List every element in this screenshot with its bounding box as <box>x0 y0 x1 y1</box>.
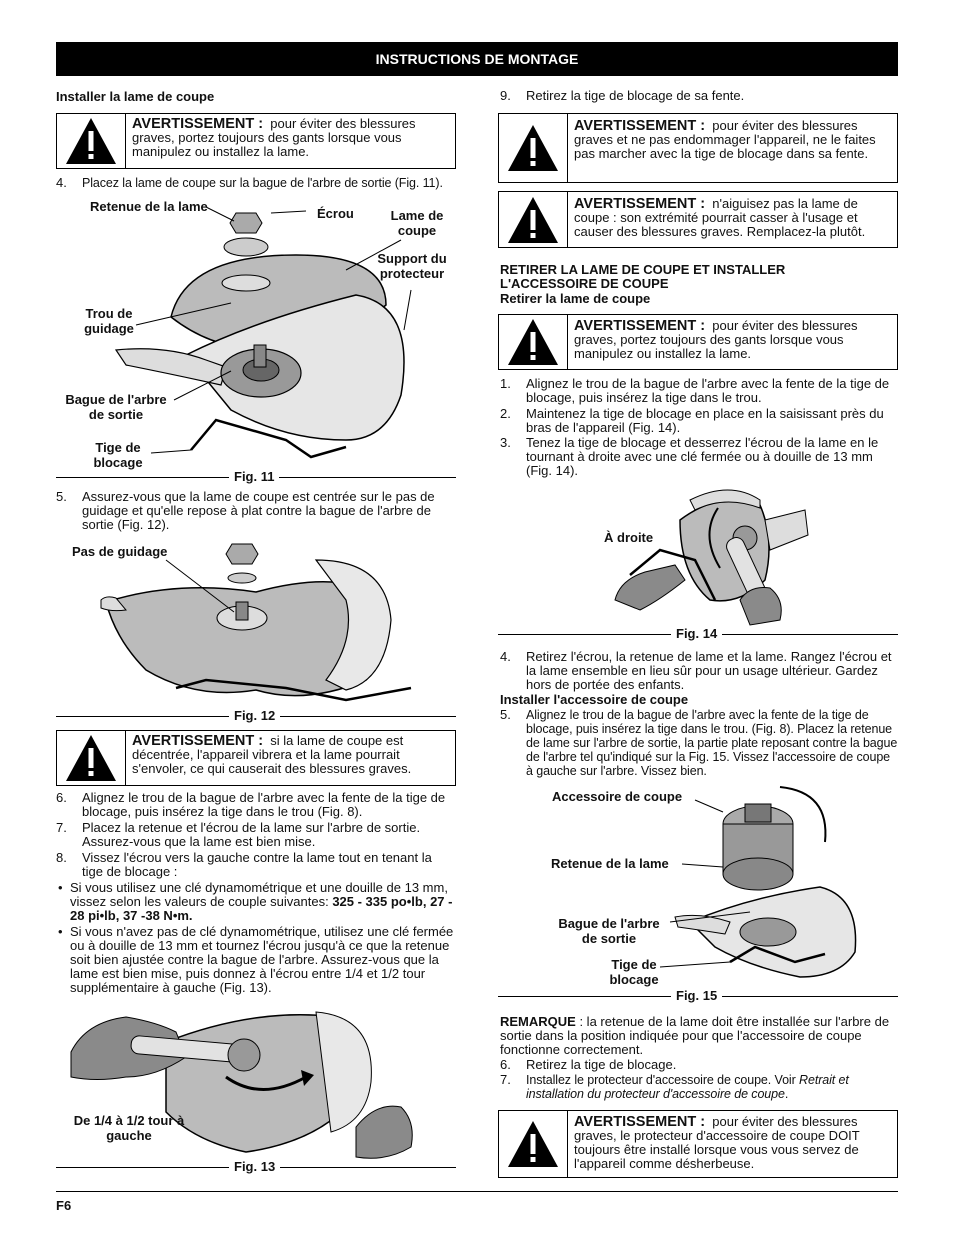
warning-heading: AVERTISSEMENT : <box>574 118 706 134</box>
step-number: 1. <box>500 376 511 391</box>
bullet-text: Si vous n'avez pas de clé dynamométrique… <box>70 924 454 995</box>
label-tour: De 1/4 à 1/2 tour à gauche <box>73 1113 185 1143</box>
footer-rule <box>56 1191 898 1192</box>
warning-text: si la lame de coupe est décentrée, l'app… <box>132 733 412 776</box>
step-number: 7. <box>500 1072 511 1087</box>
warning-text: pour éviter des blessures graves, portez… <box>574 318 858 361</box>
step-number: 6. <box>500 1057 511 1072</box>
cross-reference: Retrait et installation du protecteur d'… <box>526 1073 849 1101</box>
subsection-heading: Retirer la lame de coupe <box>500 291 651 306</box>
step-number: 4. <box>56 175 67 190</box>
warning-box: AVERTISSEMENT : pour éviter des blessure… <box>498 314 898 370</box>
subsection-heading: Installer l'accessoire de coupe <box>500 692 689 707</box>
step-text: Placez la lame de coupe sur la bague de … <box>82 176 443 190</box>
step-text: Retirez la tige de blocage. <box>526 1057 677 1072</box>
step-text: Vissez l'écrou vers la gauche contre la … <box>82 850 432 879</box>
warning-box: AVERTISSEMENT : pour éviter des blessure… <box>498 113 898 183</box>
step-text: Alignez le trou de la bague de l'arbre a… <box>526 376 890 405</box>
step-text: Assurez-vous que la lame de coupe est ce… <box>82 489 435 532</box>
warning-heading: AVERTISSEMENT : <box>132 116 264 132</box>
warning-box: AVERTISSEMENT : pour éviter des blessure… <box>498 1110 898 1178</box>
step-number: 9. <box>500 88 511 103</box>
page-number: F6 <box>56 1198 72 1213</box>
warning-icon <box>57 731 126 785</box>
label-retenue: Retenue de la lame <box>90 199 208 214</box>
step-text: Maintenez la tige de blocage en place en… <box>526 406 884 435</box>
section-header: INSTRUCTIONS DE MONTAGE <box>56 42 898 76</box>
step-text: Placez la retenue et l'écrou de la lame … <box>82 820 421 849</box>
warning-heading: AVERTISSEMENT : <box>574 196 706 212</box>
warning-box: AVERTISSEMENT : si la lame de coupe est … <box>56 730 456 786</box>
label-accessoire: Accessoire de coupe <box>552 789 683 804</box>
warning-icon <box>499 1111 568 1177</box>
label-trou: Trou de guidage <box>84 306 134 336</box>
warning-text: pour éviter des blessures graves, le pro… <box>574 1114 860 1171</box>
step-text: Alignez le trou de la bague de l'arbre a… <box>526 708 898 778</box>
fig-caption: Fig. 13 <box>229 1160 281 1174</box>
bullet-symbol: • <box>58 880 63 895</box>
step-number: 3. <box>500 435 511 450</box>
step-number: 2. <box>500 406 511 421</box>
section-title: Installer la lame de coupe <box>56 89 215 104</box>
fig-caption: Fig. 15 <box>671 989 723 1003</box>
label-tige: Tige de blocage <box>93 440 143 470</box>
warning-text: pour éviter des blessures graves, portez… <box>132 116 416 159</box>
step-text: Installez le protecteur d'accessoire de … <box>526 1073 800 1087</box>
warning-text: n'aiguisez pas la lame de coupe : son ex… <box>574 196 866 239</box>
fig14-illustration <box>614 489 809 626</box>
label-bague: Bague de l'arbre de sortie <box>558 916 660 946</box>
label-bague: Bague de l'arbre de sortie <box>65 392 167 422</box>
warning-text: pour éviter des blessures graves et ne p… <box>574 118 876 161</box>
step-text: Alignez le trou de la bague de l'arbre a… <box>82 790 446 819</box>
step-text: Tenez la tige de blocage et desserrez l'… <box>526 435 879 478</box>
step-number: 6. <box>56 790 67 805</box>
fig11-illustration <box>114 206 412 459</box>
label-lame: Lame de coupe <box>390 208 444 238</box>
step-text: Retirez l'écrou, la retenue de lame et l… <box>526 649 892 692</box>
step-number: 5. <box>56 489 67 504</box>
fig12-illustration <box>100 543 412 702</box>
step-text: Retirez la tige de blocage de sa fente. <box>526 88 745 103</box>
note-text: : la retenue de la lame doit être instal… <box>500 1014 890 1057</box>
fig-caption: Fig. 14 <box>671 627 723 641</box>
torque-values: 325 - 335 po•lb, 27 - 28 pi•lb, 37 -38 N… <box>70 894 453 923</box>
note: REMARQUE : la retenue de la lame doit êt… <box>500 1015 898 1057</box>
note-heading: REMARQUE <box>500 1014 576 1029</box>
step-number: 4. <box>500 649 511 664</box>
label-pas: Pas de guidage <box>72 544 168 559</box>
warning-box: AVERTISSEMENT : pour éviter des blessure… <box>56 113 456 169</box>
step-number: 8. <box>56 850 67 865</box>
fig15-illustration <box>660 786 857 978</box>
bullet-text: Si vous utilisez une clé dynamométrique … <box>70 880 448 909</box>
warning-heading: AVERTISSEMENT : <box>132 733 264 749</box>
fig-caption: Fig. 12 <box>229 709 281 723</box>
fig13-illustration <box>70 1011 413 1159</box>
warning-box: AVERTISSEMENT : n'aiguisez pas la lame d… <box>498 191 898 248</box>
label-support: Support du protecteur <box>377 251 447 281</box>
bullet-symbol: • <box>58 924 63 939</box>
label-retenue: Retenue de la lame <box>551 856 669 871</box>
label-tige: Tige de blocage <box>609 957 659 987</box>
fig-caption: Fig. 11 <box>229 470 280 484</box>
label-ecrou: Écrou <box>317 206 354 221</box>
warning-icon <box>57 114 126 168</box>
step-number: 5. <box>500 707 511 722</box>
step-number: 7. <box>56 820 67 835</box>
warning-heading: AVERTISSEMENT : <box>574 1114 706 1130</box>
step-text-end: . <box>784 1087 789 1101</box>
warning-heading: AVERTISSEMENT : <box>574 318 706 334</box>
warning-icon <box>499 315 568 369</box>
label-droite: À droite <box>604 530 654 545</box>
section-heading: RETIRER LA LAME DE COUPE ET INSTALLER L'… <box>500 262 786 291</box>
warning-icon <box>499 114 568 182</box>
warning-icon <box>499 192 568 247</box>
